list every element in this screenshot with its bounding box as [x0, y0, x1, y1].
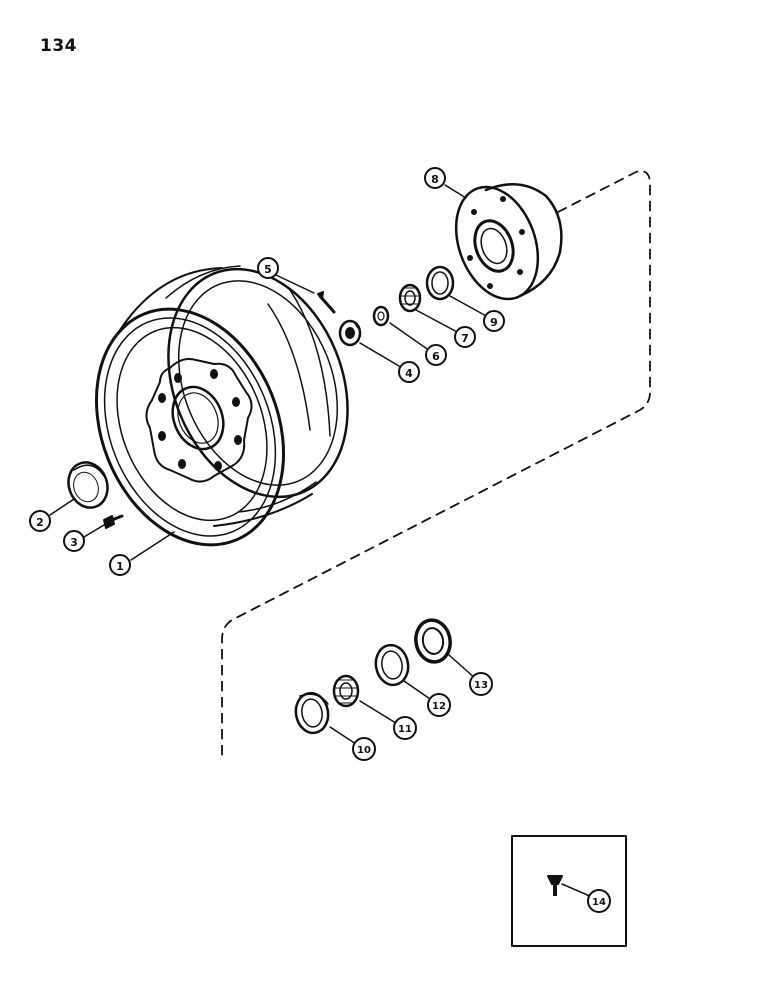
- callout-3-label: 3: [70, 536, 78, 549]
- hub-cap: [67, 461, 109, 509]
- callout-9-label: 9: [490, 316, 498, 329]
- callout-3: 3: [63, 530, 85, 552]
- callout-8-label: 8: [431, 173, 439, 186]
- callout-7-label: 7: [461, 332, 469, 345]
- callout-8: 8: [424, 167, 446, 189]
- callout-11: 11: [393, 716, 417, 740]
- outer-bearing-cup: [425, 265, 455, 301]
- inner-bearing-cup: [294, 691, 330, 735]
- callout-12: 12: [427, 693, 451, 717]
- wheel-bolt: [103, 514, 124, 529]
- callout-6: 6: [425, 344, 447, 366]
- page-number: 134: [40, 36, 77, 56]
- stud-holes: [158, 369, 242, 471]
- inner-bearing-cone: [332, 674, 360, 708]
- valve-stem: [547, 875, 563, 896]
- leader-lines: [49, 184, 593, 898]
- callout-1-label: 1: [116, 560, 124, 573]
- callout-10-label: 10: [357, 745, 371, 756]
- callout-6-label: 6: [432, 350, 440, 363]
- wheel-disc: [145, 358, 253, 483]
- spacer-ring: [374, 643, 410, 687]
- callout-2: 2: [29, 510, 51, 532]
- wheel-rim: [94, 265, 349, 547]
- callout-7: 7: [454, 326, 476, 348]
- washer: [372, 305, 390, 327]
- callout-4: 4: [398, 361, 420, 383]
- callout-14-label: 14: [592, 897, 606, 908]
- callout-1: 1: [109, 554, 131, 576]
- castle-nut: [338, 319, 362, 347]
- wheel-hub: [454, 183, 563, 301]
- cotter-pin: [317, 291, 336, 314]
- callout-14: 14: [587, 889, 611, 913]
- callout-4-label: 4: [405, 367, 413, 380]
- callout-5: 5: [257, 257, 279, 279]
- callout-5-label: 5: [264, 263, 272, 276]
- callout-11-label: 11: [398, 724, 412, 735]
- callout-10: 10: [352, 737, 376, 761]
- outer-bearing-cone: [398, 283, 422, 313]
- callout-12-label: 12: [432, 701, 446, 712]
- callout-9: 9: [483, 310, 505, 332]
- callout-2-label: 2: [36, 516, 44, 529]
- callout-13: 13: [469, 672, 493, 696]
- inset-box: [511, 835, 627, 947]
- grease-seal: [414, 618, 452, 664]
- callout-13-label: 13: [474, 680, 488, 691]
- subassembly-dashed-outline: [221, 170, 651, 761]
- hub-bolt-holes: [467, 196, 525, 289]
